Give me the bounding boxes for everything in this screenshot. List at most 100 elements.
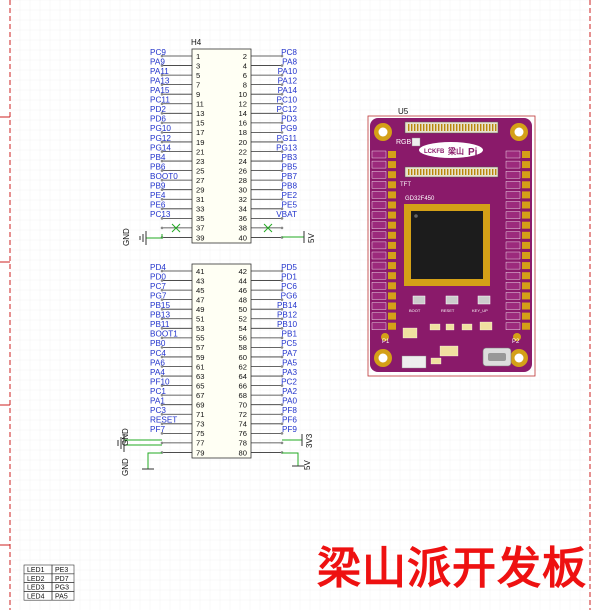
connector-pin-end (280, 54, 284, 58)
module-side-pad-gold (522, 292, 530, 300)
module-side-pad (371, 231, 387, 240)
module-u5[interactable]: U5 RGB LCKFB 梁山 Pi TFT GD32F450 BOOT RES (367, 107, 536, 377)
connector-pin-end (160, 131, 164, 134)
fpc-pin (426, 169, 428, 175)
module-p1-label: P1 (382, 339, 390, 345)
connector-pin-end (280, 217, 284, 220)
connector-pin-end (160, 432, 164, 435)
fpc-connector-top (404, 121, 499, 134)
connector-pin-end (280, 140, 284, 144)
connector-pin-name: PA0 (282, 397, 297, 406)
connector-pin-number: 39 (196, 233, 204, 242)
connector-pin-end (280, 384, 284, 387)
module-side-pad (505, 170, 521, 179)
fpc-pin (447, 169, 449, 175)
connector-pin-number: 53 (196, 324, 204, 333)
connector-pin-end (160, 355, 164, 359)
fpc-pin (441, 124, 443, 131)
connector-pin-number: 7 (196, 80, 200, 89)
rgb-led (411, 137, 421, 147)
connector-pin-name: PB11 (150, 320, 170, 329)
connector-pin-end (160, 159, 164, 163)
led-pin: PA5 (55, 593, 68, 600)
sheet-grid (10, 0, 590, 610)
connector-pin-number: 42 (239, 267, 247, 276)
connector-pin-number: 30 (239, 186, 247, 195)
connector-pin-end (280, 346, 284, 349)
connector-pin-number: 9 (196, 90, 200, 99)
connector-pin-name: BOOT0 (150, 172, 178, 181)
boot-button-label: BOOT (409, 308, 421, 313)
connector-pin-end (160, 226, 164, 230)
led-pin: PE3 (55, 567, 68, 574)
connector-pin-number: 58 (239, 343, 247, 352)
module-side-pad (505, 211, 521, 219)
module-side-pad-gold (522, 171, 530, 179)
connector-pin-end (280, 102, 284, 106)
connector-pin-end (280, 336, 284, 340)
connector-pin-name: PA12 (278, 76, 298, 85)
connector-pin-number: 23 (196, 157, 204, 166)
fpc-pin (420, 124, 422, 131)
connector-pin-name: PA11 (150, 67, 169, 76)
fpc-pin (462, 124, 464, 131)
connector-pin-name: PC9 (150, 48, 166, 57)
connector-pin-end (280, 169, 284, 172)
module-side-pad-gold (522, 211, 530, 219)
module-side-pad (371, 221, 387, 229)
connector-pin-end (280, 288, 284, 292)
pcb-component (445, 323, 455, 331)
connector-pin-number: 68 (239, 391, 247, 400)
connector-pin-end (160, 269, 164, 273)
connector-pin-end (160, 54, 164, 58)
key-up-button-label: KEY_UP (472, 308, 488, 313)
fpc-pin (480, 124, 482, 131)
fpc-pin (495, 124, 497, 131)
net-gnd-2: GND (121, 428, 130, 446)
led-name: LED2 (27, 576, 45, 583)
module-side-pad (371, 150, 387, 159)
fpc-pin (474, 124, 476, 131)
connector-pin-number: 29 (196, 186, 204, 195)
module-side-pad-gold (388, 262, 396, 270)
connector-pin-number: 16 (239, 119, 247, 128)
connector-pin-name: PF7 (150, 425, 165, 434)
module-tft-label: TFT (400, 182, 411, 188)
connector-pin-number: 47 (196, 295, 204, 304)
connector-pin-end (160, 317, 164, 321)
module-side-pad-gold (388, 191, 396, 199)
connector-pin-name: PB6 (150, 162, 166, 171)
connector-pin-end (280, 121, 284, 125)
connector-pin-name: PC8 (281, 48, 297, 57)
connector-pin-end (160, 365, 164, 368)
module-side-pad-gold (522, 272, 530, 280)
connector-pin-name: PB9 (150, 182, 166, 191)
connector-pin-end (160, 412, 164, 416)
connector-pin-number: 24 (239, 157, 247, 166)
fpc-pin (486, 169, 488, 175)
module-side-pad (505, 231, 521, 240)
connector-pin-number: 80 (239, 448, 247, 457)
connector-pin-number: 64 (239, 372, 247, 381)
connector-body-bottom (191, 263, 252, 459)
module-outline (367, 115, 536, 377)
connector-pin-name: PA15 (150, 86, 170, 95)
module-side-pad (371, 160, 387, 169)
module-side-pad (371, 170, 387, 179)
power-wiring: GND 5V GND GND 3V3 5V (117, 223, 316, 476)
no-connect-right (263, 223, 273, 233)
fpc-pin (480, 169, 482, 175)
module-side-pad-gold (388, 161, 396, 169)
connector-pin-end (280, 207, 284, 211)
connector-pin-name: PG13 (276, 143, 297, 152)
connector-pin-end (160, 384, 164, 387)
fpc-pin (423, 124, 425, 131)
module-side-pad (505, 221, 521, 229)
connector-pin-number: 45 (196, 286, 204, 295)
connector-pin-name: PA9 (150, 57, 165, 66)
module-small-components (402, 321, 493, 365)
connector-pin-end (160, 307, 164, 311)
fpc-pin (492, 169, 494, 175)
